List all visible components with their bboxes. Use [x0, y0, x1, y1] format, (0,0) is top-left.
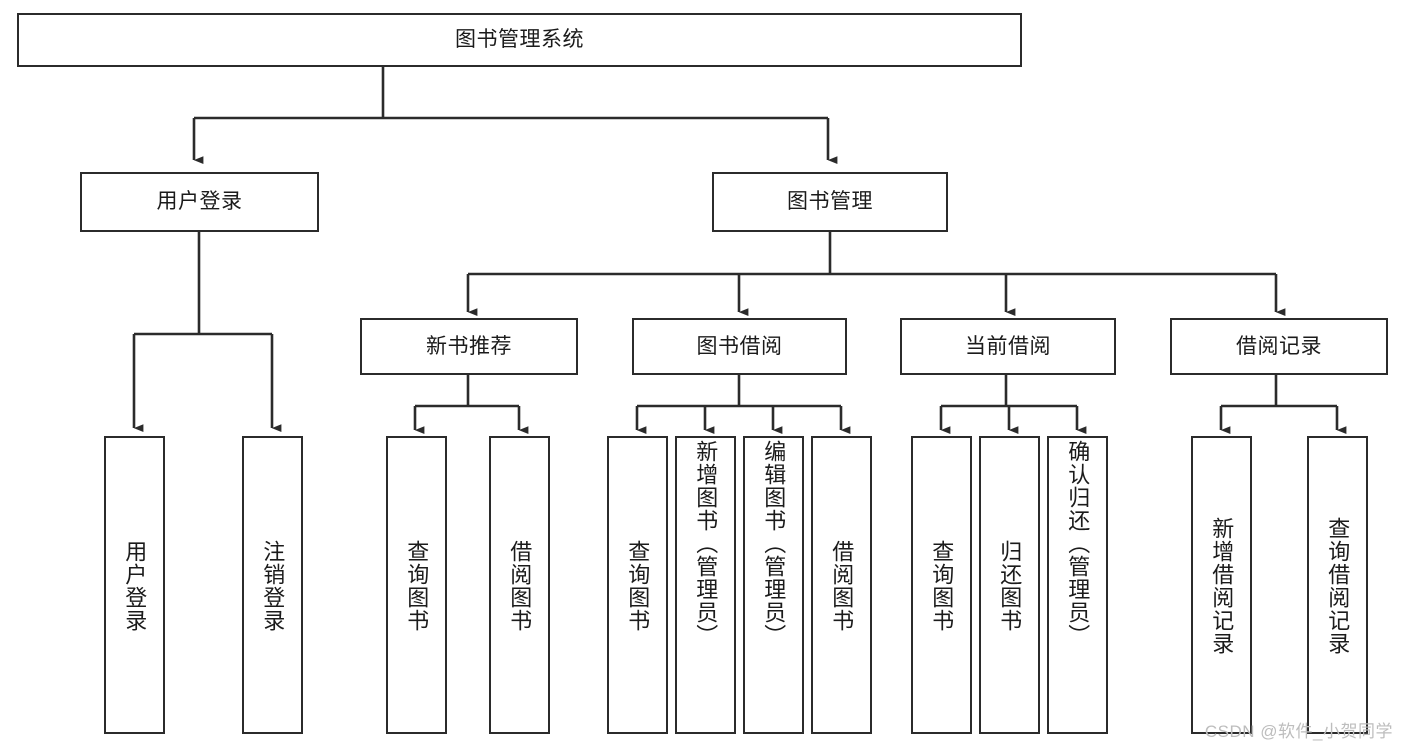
node-label: 图书管理系统: [455, 28, 584, 52]
node-label: 查询图书: [625, 540, 651, 632]
leaf-borrow-record-query[interactable]: 查询借阅记录: [1307, 436, 1368, 734]
leaf-user-login-logout[interactable]: 注销登录: [242, 436, 303, 734]
node-label: 借阅记录: [1236, 334, 1322, 358]
node-label: 新增图书（管理员）: [693, 440, 719, 647]
leaf-borrow-record-add[interactable]: 新增借阅记录: [1191, 436, 1252, 734]
node-label: 用户登录: [156, 190, 243, 214]
node-label: 查询借阅记录: [1325, 517, 1351, 655]
node-label: 用户登录: [122, 540, 148, 632]
leaf-book-borrow-borrow[interactable]: 借阅图书: [811, 436, 872, 734]
node-label: 编辑图书（管理员）: [761, 440, 787, 647]
node-label: 当前借阅: [965, 334, 1051, 358]
node-label: 借阅图书: [829, 540, 855, 632]
node-current-borrow[interactable]: 当前借阅: [900, 318, 1116, 375]
node-label: 图书借阅: [696, 334, 783, 358]
leaf-user-login-login[interactable]: 用户登录: [104, 436, 165, 734]
node-user-login[interactable]: 用户登录: [80, 172, 319, 232]
node-book-management[interactable]: 图书管理: [712, 172, 948, 232]
watermark-text: CSDN @软件_小贺同学: [1204, 722, 1393, 741]
leaf-current-borrow-query[interactable]: 查询图书: [911, 436, 972, 734]
node-label: 新增借阅记录: [1209, 517, 1235, 655]
node-label: 查询图书: [929, 540, 955, 632]
node-label: 新书推荐: [426, 334, 512, 358]
node-label: 查询图书: [404, 540, 430, 632]
node-label: 借阅图书: [507, 540, 533, 632]
leaf-new-book-borrow[interactable]: 借阅图书: [489, 436, 550, 734]
node-new-book-recommend[interactable]: 新书推荐: [360, 318, 578, 375]
leaf-book-borrow-add[interactable]: 新增图书（管理员）: [675, 436, 736, 734]
node-label: 归还图书: [997, 540, 1023, 632]
node-borrow-record[interactable]: 借阅记录: [1170, 318, 1388, 375]
node-label: 图书管理: [787, 190, 873, 214]
leaf-current-borrow-confirm-return[interactable]: 确认归还（管理员）: [1047, 436, 1108, 734]
node-root-book-management-system[interactable]: 图书管理系统: [17, 13, 1022, 67]
leaf-new-book-query[interactable]: 查询图书: [386, 436, 447, 734]
leaf-current-borrow-return[interactable]: 归还图书: [979, 436, 1040, 734]
node-label: 确认归还（管理员）: [1065, 440, 1091, 647]
leaf-book-borrow-edit[interactable]: 编辑图书（管理员）: [743, 436, 804, 734]
leaf-book-borrow-query[interactable]: 查询图书: [607, 436, 668, 734]
node-label: 注销登录: [260, 540, 286, 632]
node-book-borrow[interactable]: 图书借阅: [632, 318, 847, 375]
